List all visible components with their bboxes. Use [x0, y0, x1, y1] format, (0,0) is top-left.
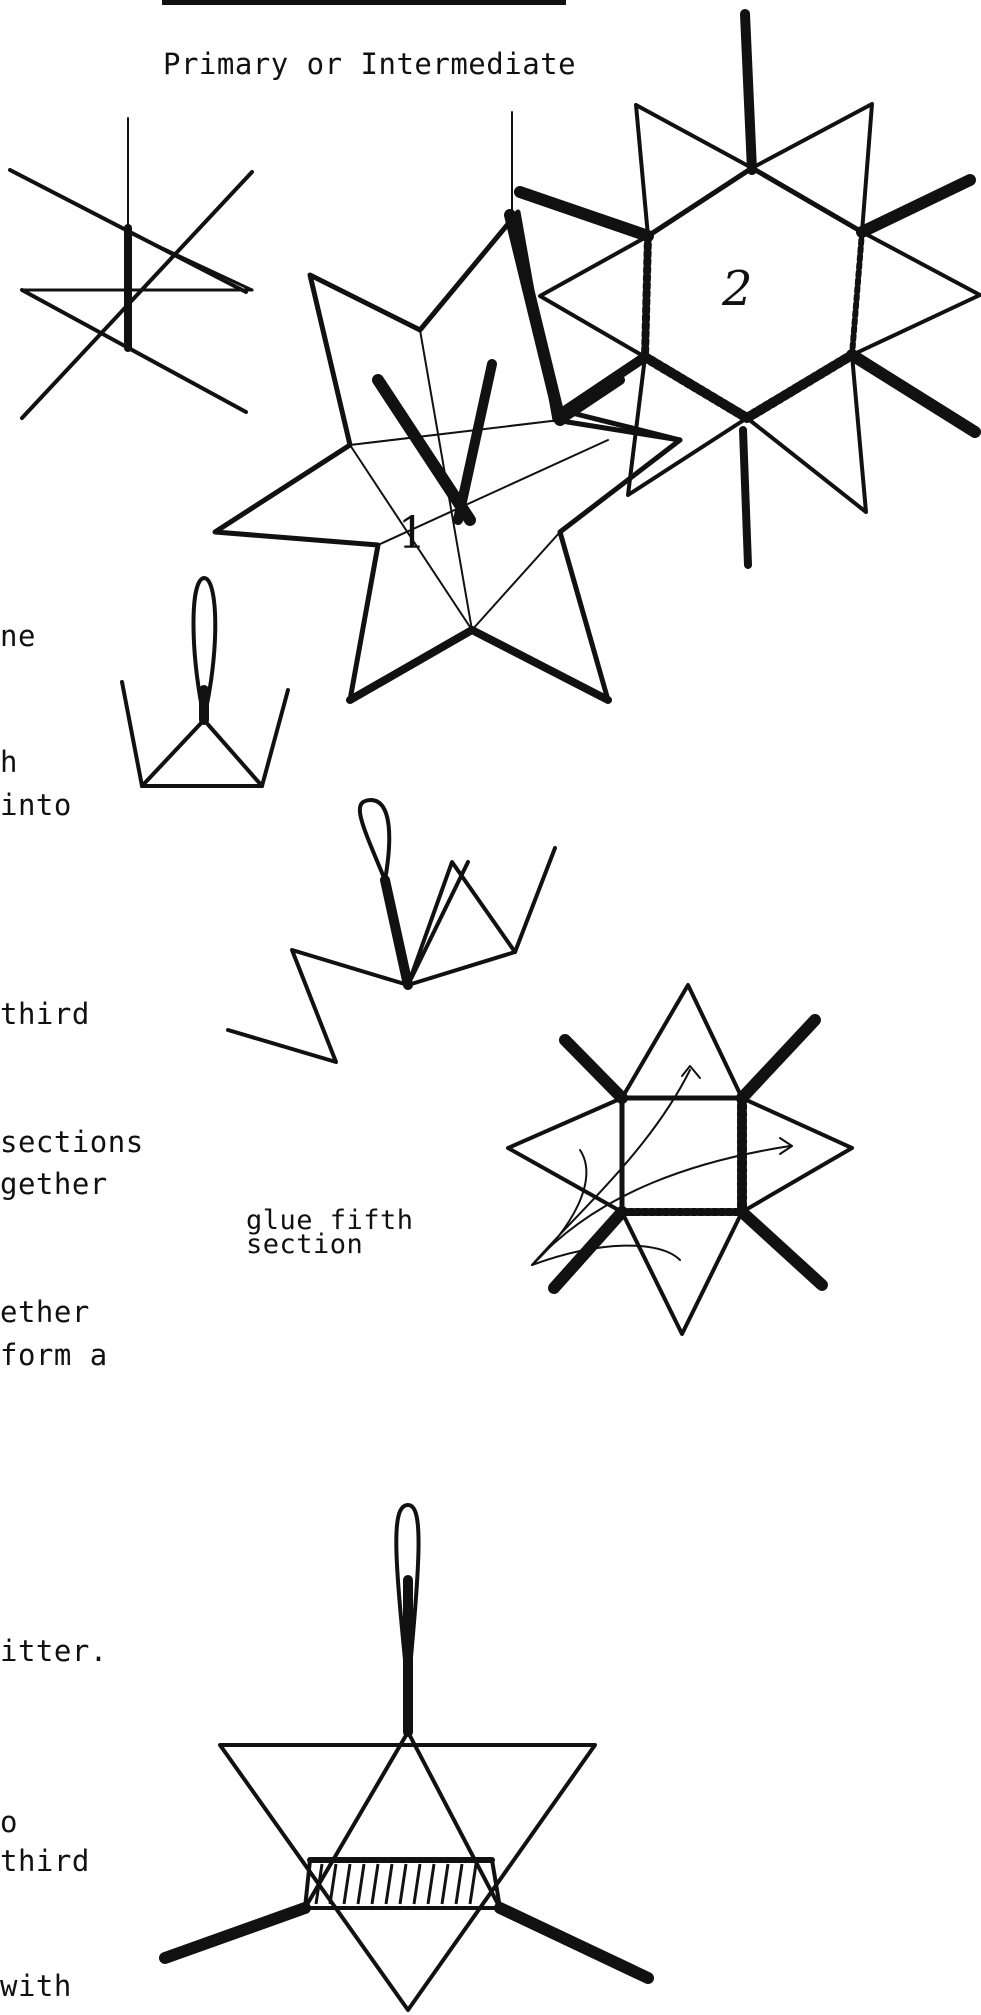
glue-fifth-section-diagram	[508, 985, 852, 1334]
figure-1-assembled-star	[215, 112, 680, 700]
joined-sections-with-loop	[228, 800, 555, 1062]
figure-1-label: 1	[398, 508, 426, 559]
completed-ornament	[165, 1505, 648, 2010]
single-section-with-loop	[122, 578, 288, 786]
figure-2-label: 2	[721, 261, 753, 317]
straw-star-small	[10, 118, 252, 418]
